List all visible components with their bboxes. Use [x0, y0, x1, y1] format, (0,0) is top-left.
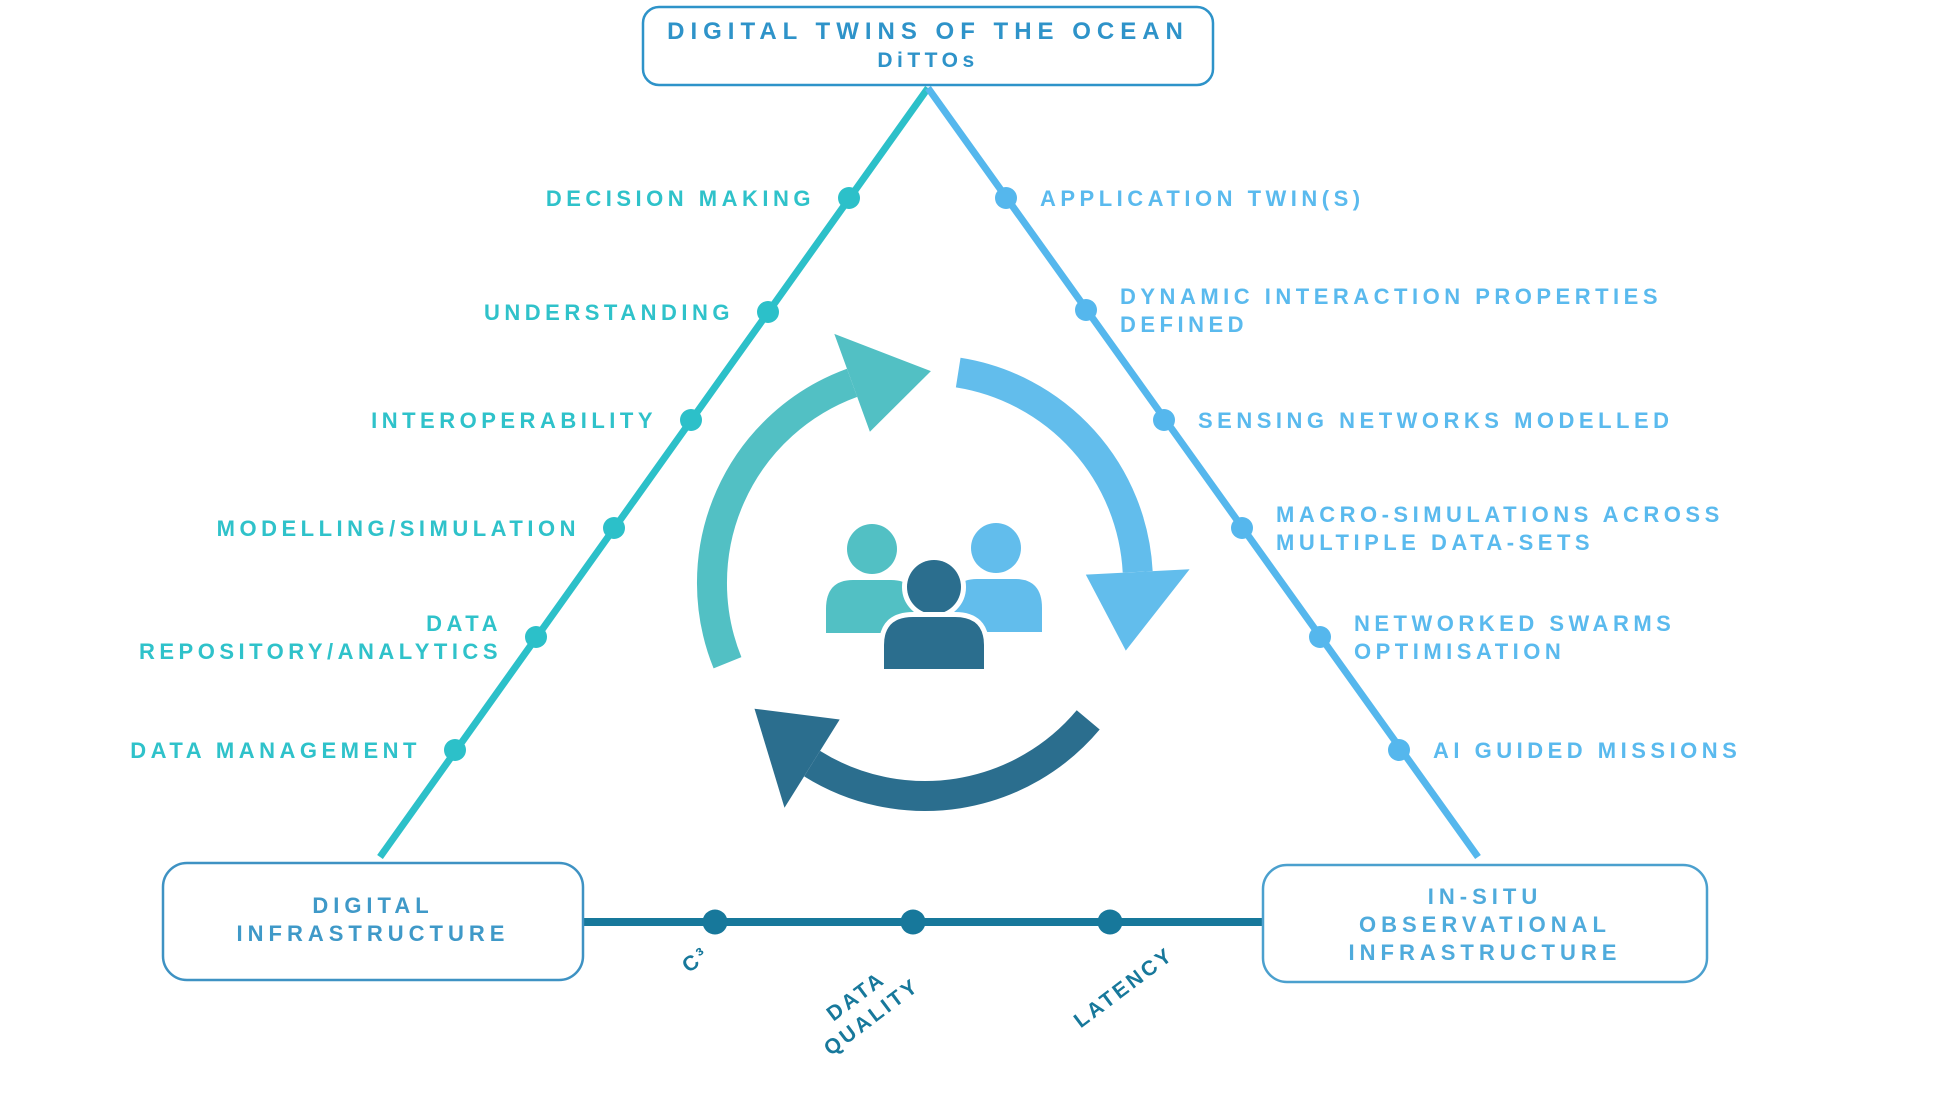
- right-label-networked-swarms-line-2: OPTIMISATION: [1354, 639, 1565, 664]
- bottom-label-c3: C³: [678, 942, 714, 977]
- left-edge-dot-3: [680, 409, 702, 431]
- left-label-data-management: DATA MANAGEMENT: [130, 738, 421, 763]
- title-box-title: DIGITAL TWINS OF THE OCEAN: [667, 18, 1189, 45]
- digital-infrastructure-box-outline: [161, 861, 585, 982]
- left-edge-dot-6: [444, 739, 466, 761]
- cycle-arrowhead-teal: [834, 333, 931, 432]
- left-edge-dot-4: [603, 517, 625, 539]
- insitu-box-line-2: OBSERVATIONAL: [1359, 912, 1611, 937]
- collaboration-cycle-icon: [696, 333, 1190, 811]
- cycle-arrowhead-blue: [1085, 569, 1190, 651]
- title-box-outline: [641, 5, 1215, 87]
- title-box: DIGITAL TWINS OF THE OCEAN DiTTOs: [641, 5, 1215, 87]
- cycle-arrowhead-dark: [754, 708, 840, 808]
- left-label-understanding: UNDERSTANDING: [484, 300, 734, 325]
- right-label-sensing-networks: SENSING NETWORKS MODELLED: [1198, 408, 1674, 433]
- person-icon-dark: [879, 555, 989, 674]
- bottom-edge-dot-1: [702, 909, 728, 935]
- right-edge-line: [925, 85, 1481, 860]
- left-edge-dot-2: [757, 301, 779, 323]
- left-label-modelling-simulation: MODELLING/SIMULATION: [217, 516, 580, 541]
- digital-infrastructure-box: DIGITAL INFRASTRUCTURE: [161, 861, 585, 982]
- insitu-box-line-3: INFRASTRUCTURE: [1349, 940, 1622, 965]
- insitu-box-line-1: IN-SITU: [1428, 884, 1542, 909]
- cycle-arrow-teal: [696, 368, 858, 669]
- cycle-arrow-blue: [955, 357, 1153, 573]
- bottom-label-data-quality: DATA QUALITY: [820, 967, 924, 1060]
- right-label-dynamic-interaction-line-1: DYNAMIC INTERACTION PROPERTIES: [1120, 284, 1662, 309]
- left-label-decision-making: DECISION MAKING: [546, 186, 815, 211]
- left-edge-dot-1: [838, 187, 860, 209]
- bottom-label-latency: LATENCY: [1070, 943, 1179, 1033]
- digital-infrastructure-line-1: DIGITAL: [312, 893, 433, 918]
- right-edge-dot-6: [1388, 739, 1410, 761]
- bottom-edge-dot-3: [1097, 909, 1123, 935]
- right-label-macro-simulations-line-1: MACRO-SIMULATIONS ACROSS: [1276, 502, 1724, 527]
- right-label-dynamic-interaction-line-2: DEFINED: [1120, 312, 1248, 337]
- right-label-ai-guided-missions: AI GUIDED MISSIONS: [1433, 738, 1741, 763]
- left-label-data-repository-line-2: REPOSITORY/ANALYTICS: [139, 639, 502, 664]
- left-edge-dot-5: [525, 626, 547, 648]
- right-edge-dot-4: [1231, 517, 1253, 539]
- insitu-observational-infrastructure-box: IN-SITU OBSERVATIONAL INFRASTRUCTURE: [1261, 863, 1709, 984]
- right-edge-dot-1: [995, 187, 1017, 209]
- right-label-application-twins: APPLICATION TWIN(S): [1040, 186, 1365, 211]
- bottom-edge-dot-2: [900, 909, 926, 935]
- right-edge-dot-5: [1309, 626, 1331, 648]
- right-label-networked-swarms-line-1: NETWORKED SWARMS: [1354, 611, 1675, 636]
- cycle-arrow-dark: [804, 710, 1100, 811]
- digital-infrastructure-line-2: INFRASTRUCTURE: [237, 921, 510, 946]
- left-edge-line: [377, 85, 931, 860]
- right-edge-dot-2: [1075, 299, 1097, 321]
- left-label-interoperability: INTEROPERABILITY: [371, 408, 657, 433]
- title-box-subtitle: DiTTOs: [877, 49, 978, 72]
- insitu-box-outline: [1261, 863, 1709, 984]
- left-label-data-repository-line-1: DATA: [426, 611, 502, 636]
- right-label-macro-simulations-line-2: MULTIPLE DATA-SETS: [1276, 530, 1594, 555]
- bottom-label-latency-text: LATENCY: [1070, 943, 1179, 1033]
- right-edge-dot-3: [1153, 409, 1175, 431]
- bottom-label-c3-text: C³: [678, 942, 714, 977]
